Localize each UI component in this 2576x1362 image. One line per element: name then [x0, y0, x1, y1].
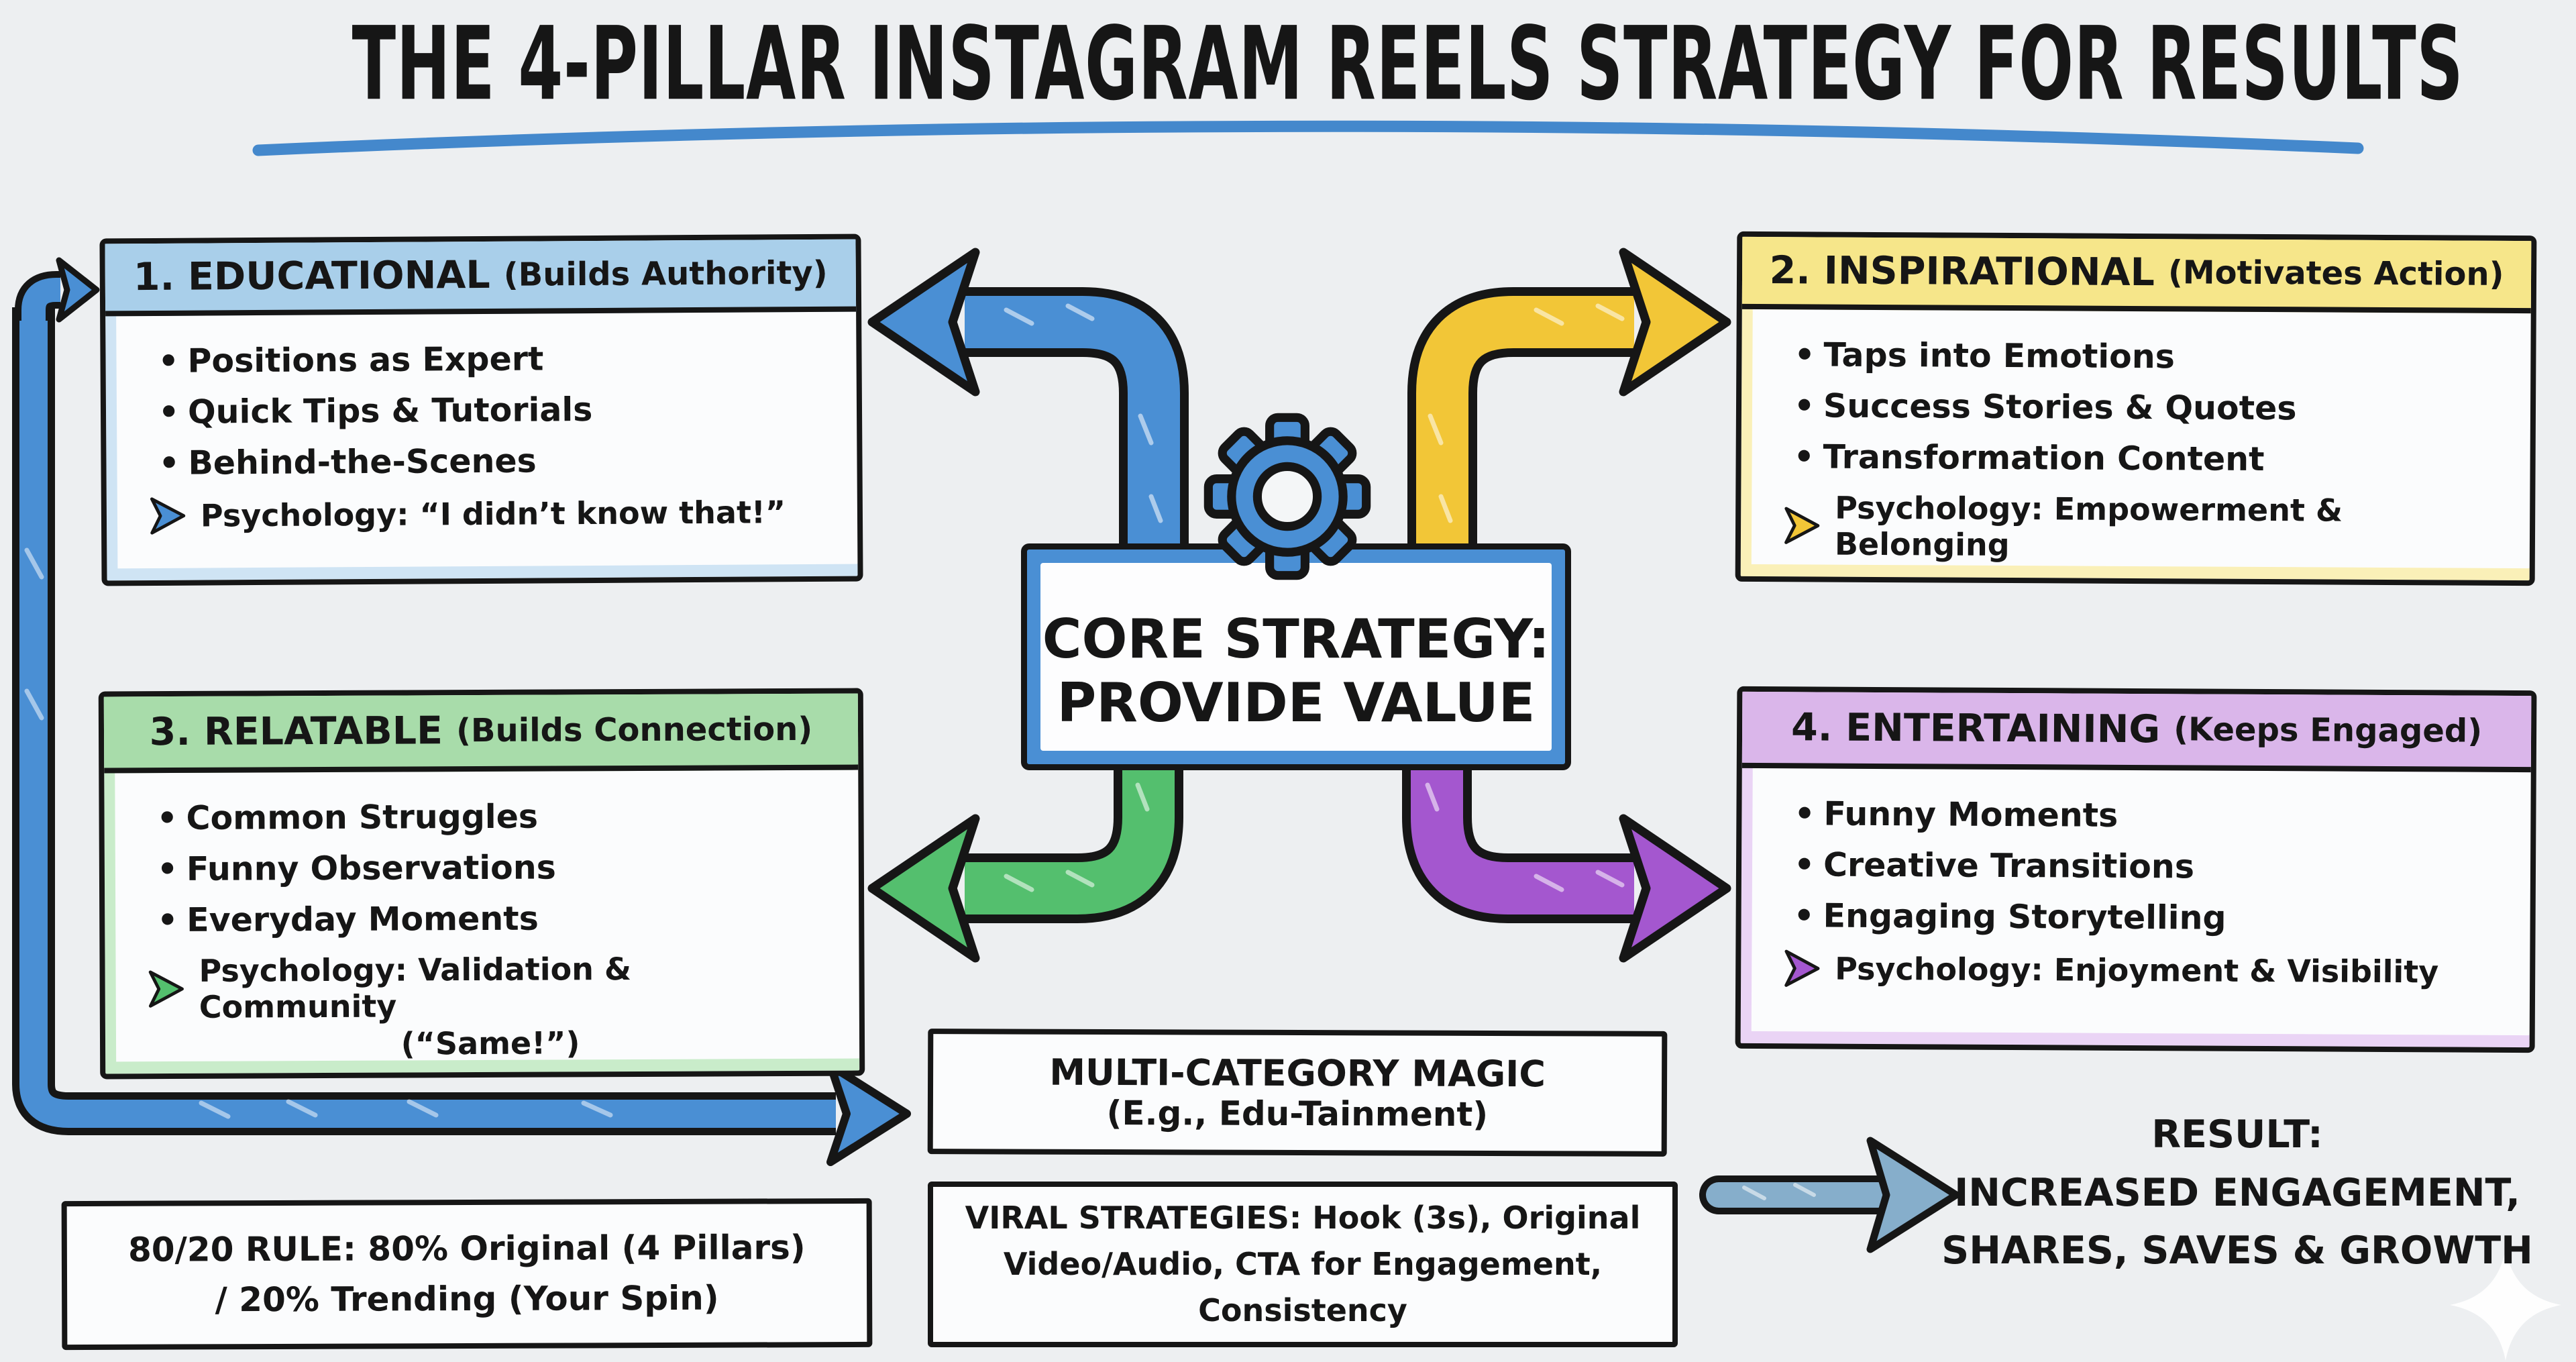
pillar-body: Funny Moments Creative Transitions Engag…	[1741, 768, 2531, 1006]
result-line3: SHARES, SAVES & GROWTH	[1941, 1228, 2533, 1273]
bullet-item: Creative Transitions	[1784, 839, 2504, 894]
bullet-item: Funny Observations	[148, 841, 832, 895]
pillar-relatable-header: 3. RELATABLE (Builds Connection)	[103, 693, 859, 774]
arrowhead-to-educational	[56, 257, 100, 323]
bullet-list: Funny Moments Creative Transitions Engag…	[1784, 788, 2504, 945]
pillar-body: Positions as Expert Quick Tips & Tutoria…	[105, 312, 857, 550]
result-arrow	[1699, 1137, 1960, 1253]
title-bar: THE 4-PILLAR INSTAGRAM REELS STRATEGY FO…	[0, 5, 2576, 123]
result-text: RESULT: INCREASED ENGAGEMENT, SHARES, SA…	[1932, 1106, 2542, 1280]
chevron-arrow-icon	[1784, 949, 1820, 987]
bullet-item: Transformation Content	[1784, 431, 2503, 486]
bullet-item: Common Struggles	[147, 790, 831, 844]
arrow-core-to-educational	[867, 248, 1189, 590]
bullet-list: Positions as Expert Quick Tips & Tutoria…	[148, 332, 830, 489]
pillar-body: Taps into Emotions Success Stories & Quo…	[1741, 309, 2531, 579]
pillar-title: 3. RELATABLE	[149, 709, 443, 755]
sparkle-icon	[2450, 1249, 2561, 1361]
bullet-list: Common Struggles Funny Observations Ever…	[147, 790, 832, 946]
pillar-body: Common Struggles Funny Observations Ever…	[104, 770, 859, 1077]
rule-line2: / 20% Trending (Your Spin)	[215, 1278, 719, 1320]
bullet-list: Taps into Emotions Success Stories & Quo…	[1784, 329, 2504, 486]
bullet-item: Taps into Emotions	[1784, 329, 2504, 384]
arrow-core-to-entertaining	[1402, 751, 1731, 963]
psychology-text: Psychology: “I didn’t know that!”	[200, 494, 786, 534]
result-line2: INCREASED ENGAGEMENT,	[1954, 1170, 2520, 1215]
viral-strategies-box: VIRAL STRATEGIES: Hook (3s), Original Vi…	[928, 1182, 1678, 1347]
pillar-inspirational-header: 2. INSPIRATIONAL (Motivates Action)	[1741, 236, 2532, 314]
core-strategy-box: CORE STRATEGY: PROVIDE VALUE	[1021, 543, 1571, 770]
pillar-title: 2. INSPIRATIONAL	[1769, 248, 2155, 295]
viral-line1: VIRAL STRATEGIES: Hook (3s), Original	[965, 1200, 1641, 1236]
viral-line3: Consistency	[1198, 1292, 1407, 1328]
chevron-arrow-icon	[150, 497, 186, 535]
bullet-item: Behind-the-Scenes	[149, 434, 830, 489]
arrow-core-to-inspirational	[1407, 248, 1731, 590]
pillar-subtitle: (Builds Connection)	[455, 710, 813, 750]
psychology-line: Psychology: “I didn’t know that!”	[150, 492, 830, 536]
pillar-subtitle: (Builds Authority)	[503, 254, 828, 294]
chevron-arrow-icon	[1784, 507, 1820, 544]
pillar-title: 1. EDUCATIONAL	[133, 252, 490, 300]
pillar-inspirational: 2. INSPIRATIONAL (Motivates Action) Taps…	[1735, 231, 2537, 586]
pillar-entertaining: 4. ENTERTAINING (Keeps Engaged) Funny Mo…	[1735, 686, 2537, 1053]
left-loop-connector	[12, 257, 911, 1166]
multi-category-box: MULTI-CATEGORY MAGIC (E.g., Edu-Tainment…	[927, 1029, 1668, 1157]
pillar-title: 4. ENTERTAINING	[1790, 705, 2161, 752]
pillar-educational-header: 1. EDUCATIONAL (Builds Authority)	[105, 239, 857, 317]
viral-line2: Video/Audio, CTA for Engagement,	[1003, 1246, 1603, 1282]
pillar-subtitle: (Motivates Action)	[2167, 254, 2504, 293]
psychology-text: Psychology: Enjoyment & Visibility	[1835, 950, 2439, 990]
pillar-subtitle: (Keeps Engaged)	[2174, 711, 2483, 750]
arrow-core-to-relatable	[867, 751, 1183, 963]
result-line1: RESULT:	[2151, 1112, 2323, 1157]
pillar-entertaining-header: 4. ENTERTAINING (Keeps Engaged)	[1741, 691, 2532, 773]
multi-category-line1: MULTI-CATEGORY MAGIC	[1049, 1051, 1546, 1096]
gear-icon	[1203, 413, 1371, 580]
chevron-arrow-icon	[148, 970, 184, 1008]
pillar-educational: 1. EDUCATIONAL (Builds Authority) Positi…	[99, 233, 863, 586]
bullet-item: Positions as Expert	[148, 332, 829, 387]
psychology-line: Psychology: Validation & Community	[148, 950, 832, 1025]
bullet-item: Funny Moments	[1784, 788, 2504, 843]
page-title: THE 4-PILLAR INSTAGRAM REELS STRATEGY FO…	[352, 5, 2464, 123]
eighty-twenty-rule-box: 80/20 RULE: 80% Original (4 Pillars) / 2…	[61, 1198, 873, 1351]
psychology-text: Psychology: Empowerment & Belonging	[1834, 489, 2343, 563]
core-strategy-line2: PROVIDE VALUE	[1057, 672, 1536, 735]
core-strategy-line1: CORE STRATEGY:	[1042, 607, 1550, 670]
core-strategy-inner: CORE STRATEGY: PROVIDE VALUE	[1040, 563, 1552, 751]
title-underline	[252, 120, 2364, 156]
bullet-item: Success Stories & Quotes	[1784, 380, 2504, 435]
bullet-item: Engaging Storytelling	[1784, 890, 2503, 945]
psychology-line: Psychology: Enjoyment & Visibility	[1784, 948, 2503, 992]
bullet-item: Quick Tips & Tutorials	[149, 383, 830, 438]
psychology-text-line2: (“Same!”)	[400, 1025, 580, 1062]
arrowhead-to-multi-category	[826, 1061, 911, 1166]
psychology-line: Psychology: Empowerment & Belonging	[1784, 489, 2504, 566]
pillar-relatable: 3. RELATABLE (Builds Connection) Common …	[98, 688, 865, 1080]
bullet-item: Everyday Moments	[148, 892, 832, 946]
rule-line1: 80/20 RULE: 80% Original (4 Pillars)	[127, 1228, 806, 1269]
psychology-text: Psychology: Validation & Community	[199, 950, 632, 1025]
multi-category-line2: (E.g., Edu-Tainment)	[1106, 1094, 1489, 1134]
